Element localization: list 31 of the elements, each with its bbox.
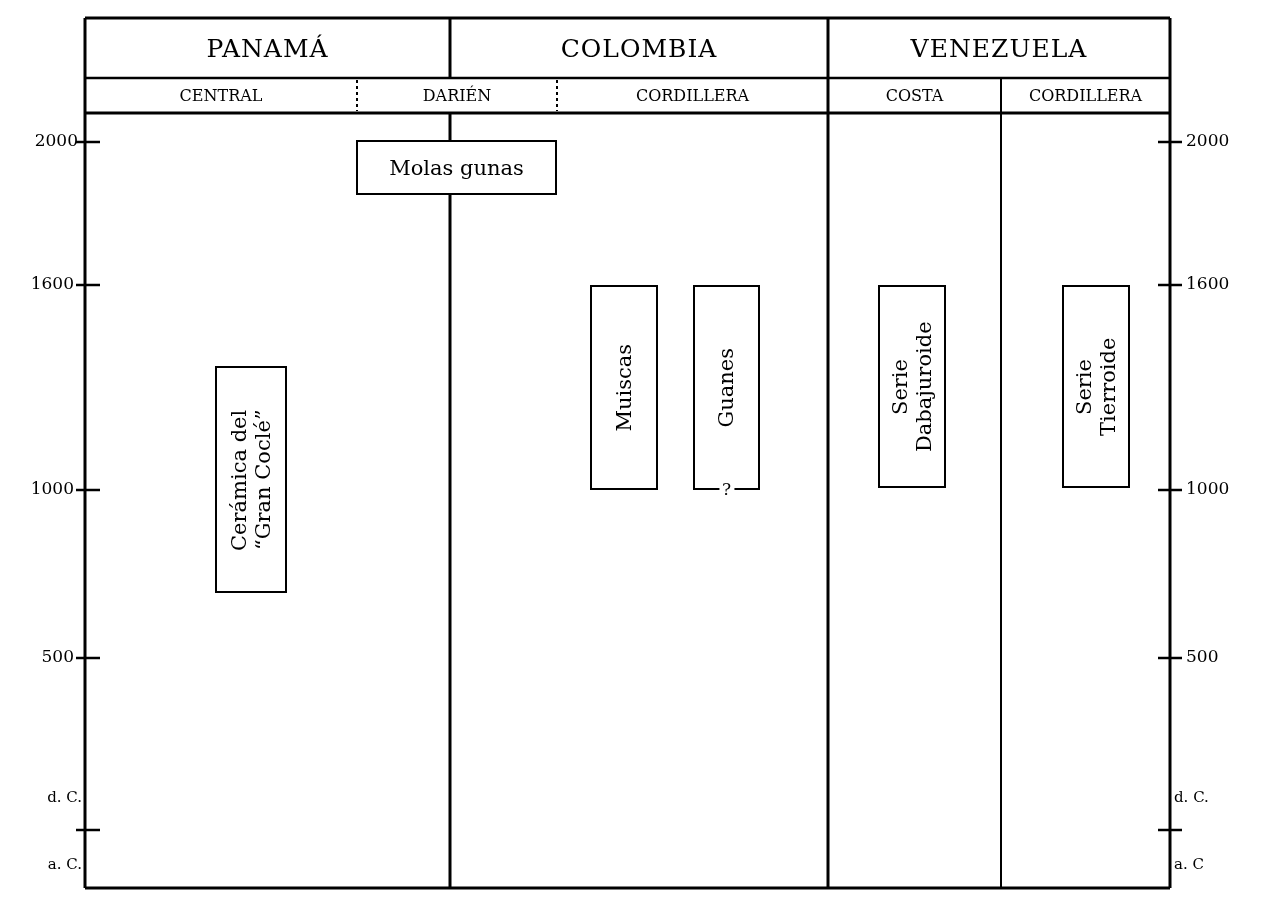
period-label: Muiscas bbox=[611, 343, 637, 432]
period-label: Cerámica del “Gran Coclé” bbox=[226, 407, 276, 553]
year-label: 500 bbox=[41, 646, 74, 666]
country-heading: COLOMBIA bbox=[560, 33, 718, 63]
region-heading: DARIÉN bbox=[422, 86, 492, 105]
year-label: 2000 bbox=[34, 130, 78, 150]
region-heading: CENTRAL bbox=[179, 86, 263, 105]
region-heading: COSTA bbox=[885, 86, 944, 105]
year-label: 1600 bbox=[1186, 273, 1230, 293]
country-heading: PANAMÁ bbox=[206, 33, 329, 63]
period-label: Serie Tierroide bbox=[1071, 336, 1121, 438]
year-label: 1600 bbox=[30, 273, 74, 293]
region-heading: CORDILLERA bbox=[635, 86, 750, 105]
country-heading: VENEZUELA bbox=[910, 33, 1088, 63]
period-box bbox=[215, 366, 287, 593]
period-box bbox=[590, 285, 658, 490]
era-label: a. C bbox=[1174, 855, 1204, 873]
year-label: 1000 bbox=[30, 478, 74, 498]
era-label: d. C. bbox=[1174, 788, 1209, 806]
era-label: d. C. bbox=[47, 788, 82, 806]
period-label: Serie Dabajuroide bbox=[887, 320, 937, 454]
period-box bbox=[356, 140, 557, 195]
period-box bbox=[1062, 285, 1130, 488]
period-label: Molas gunas bbox=[389, 155, 524, 180]
period-label: Guanes bbox=[714, 347, 739, 428]
era-label: a. C. bbox=[47, 855, 82, 873]
region-heading: CORDILLERA bbox=[1028, 86, 1143, 105]
year-label: 500 bbox=[1186, 646, 1219, 666]
year-label: 2000 bbox=[1186, 130, 1230, 150]
period-box bbox=[878, 285, 946, 488]
year-label: 1000 bbox=[1186, 478, 1230, 498]
